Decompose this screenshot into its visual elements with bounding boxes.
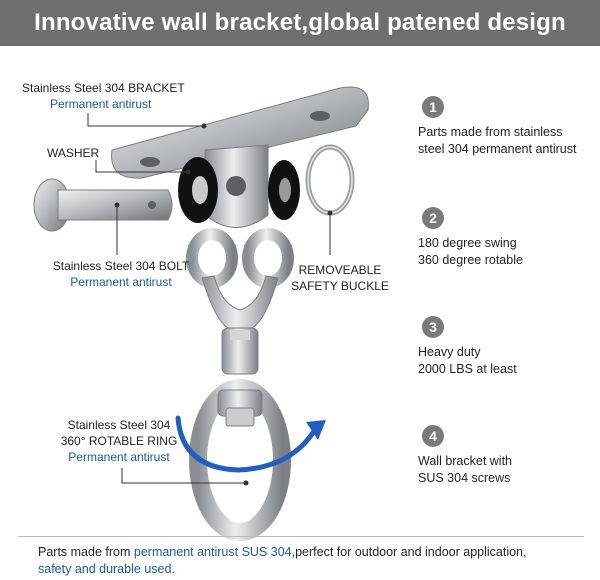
- label-buckle: REMOVEABLE SAFETY BUCKLE: [290, 262, 390, 294]
- feature-text: 180 degree swing: [418, 236, 517, 250]
- feature-3: 3 Heavy duty 2000 LBS at least: [418, 316, 588, 378]
- label-bolt: Stainless Steel 304 BOLT Permanent antir…: [36, 258, 206, 290]
- label-ring: Stainless Steel 304 360° ROTABLE RING Pe…: [44, 417, 194, 465]
- washer-left: [178, 157, 218, 223]
- label-bracket-note: Permanent antirust: [50, 97, 152, 111]
- banner-title: Innovative wall bracket,global patened d…: [34, 9, 566, 36]
- feature-text: SUS 304 screws: [418, 471, 511, 485]
- safety-buckle: [305, 144, 355, 216]
- bolt: [33, 178, 173, 232]
- label-bolt-title: Stainless Steel 304 BOLT: [52, 259, 190, 273]
- rotation-arrow-icon: [175, 415, 326, 473]
- title-banner: Innovative wall bracket,global patened d…: [0, 0, 600, 46]
- label-ring-line1: Stainless Steel 304: [67, 418, 171, 432]
- callout-bracket: [87, 113, 204, 127]
- feature-number-badge: 2: [422, 207, 444, 229]
- label-ring-note: Permanent antirust: [68, 450, 170, 464]
- feature-text: Parts made from stainless: [418, 125, 563, 139]
- feature-text: 2000 LBS at least: [418, 362, 517, 376]
- callout-ring: [121, 468, 246, 484]
- washer-right: [268, 160, 300, 220]
- feature-text: Heavy duty: [418, 345, 481, 359]
- footer-line2: safety and durable used.: [38, 562, 175, 576]
- label-ring-line2: 360° ROTABLE RING: [60, 434, 178, 448]
- callout-washer: [95, 160, 188, 173]
- label-buckle-line1: REMOVEABLE: [298, 263, 382, 277]
- feature-4: 4 Wall bracket with SUS 304 screws: [418, 425, 588, 487]
- footer-part2: ,perfect for outdoor and indoor applicat…: [291, 545, 527, 559]
- callout-dots: [114, 123, 333, 486]
- footer-divider: [18, 536, 584, 537]
- label-bolt-note: Permanent antirust: [70, 275, 172, 289]
- feature-1: 1 Parts made from stainless steel 304 pe…: [418, 96, 588, 158]
- footer-text: Parts made from permanent antirust SUS 3…: [38, 544, 578, 578]
- feature-text: Wall bracket with: [418, 454, 513, 468]
- feature-number-badge: 1: [422, 96, 444, 118]
- feature-number-badge: 3: [422, 316, 444, 338]
- label-bracket-title: Stainless Steel 304 BRACKET: [22, 81, 185, 95]
- feature-2: 2 180 degree swing 360 degree rotable: [418, 207, 588, 269]
- label-washer-title: WASHER: [47, 146, 100, 160]
- bracket-plate: [111, 86, 369, 228]
- feature-text: 360 degree rotable: [418, 253, 523, 267]
- footer-highlight: permanent antirust SUS 304: [133, 545, 292, 559]
- label-buckle-line2: SAFETY BUCKLE: [291, 279, 389, 293]
- label-bracket: Stainless Steel 304 BRACKET Permanent an…: [22, 80, 185, 112]
- label-washer: WASHER: [47, 145, 99, 161]
- feature-text: steel 304 permanent antirust: [418, 142, 577, 156]
- footer-part1: Parts made from: [38, 545, 134, 559]
- feature-number-badge: 4: [422, 425, 444, 447]
- swivel-jaw: [186, 228, 294, 375]
- callout-lines: [87, 113, 331, 484]
